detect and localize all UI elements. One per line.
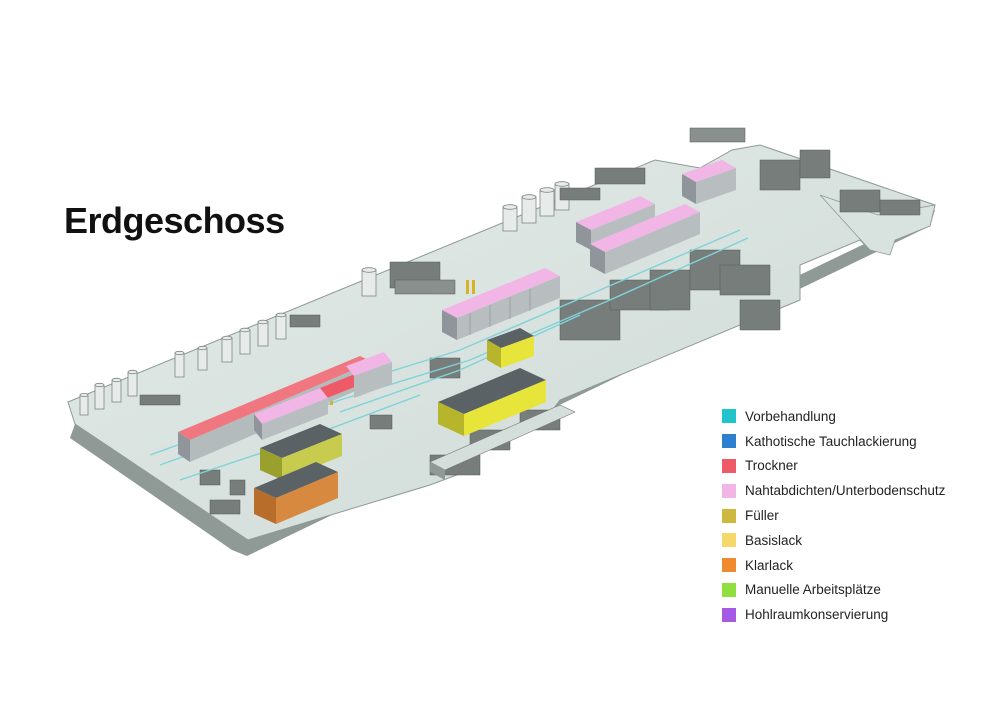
legend-label: Hohlraumkonservierung	[745, 607, 889, 623]
legend-swatch	[722, 409, 736, 424]
legend-item: Füller	[722, 503, 992, 528]
legend-swatch	[722, 483, 736, 498]
legend-item: Nahtabdichten/Unterbodenschutz	[722, 478, 992, 503]
legend-label: Füller	[745, 508, 779, 524]
legend-swatch	[722, 582, 736, 597]
page-title: Erdgeschoss	[64, 200, 285, 241]
paint-booths	[438, 328, 546, 436]
sealing-booth-upper	[576, 160, 736, 274]
clearcoat-booth	[254, 462, 338, 524]
legend-swatch	[722, 458, 736, 473]
legend-item: Hohlraumkonservierung	[722, 602, 992, 627]
legend-label: Nahtabdichten/Unterbodenschutz	[745, 483, 946, 499]
sealing-booth-lower	[254, 352, 392, 440]
legend-label: Vorbehandlung	[745, 408, 836, 424]
filler-booth	[260, 424, 342, 480]
legend: Vorbehandlung Kathotische Tauchlackierun…	[722, 404, 992, 627]
legend-label: Trockner	[745, 458, 798, 474]
tank-farm	[79, 181, 570, 416]
legend-swatch	[722, 558, 736, 573]
legend-swatch	[722, 533, 736, 548]
legend-label: Kathotische Tauchlackierung	[745, 433, 917, 449]
legend-label: Basislack	[745, 532, 803, 548]
legend-item: Kathotische Tauchlackierung	[722, 429, 992, 454]
legend-item: Vorbehandlung	[722, 404, 992, 429]
legend-item: Klarlack	[722, 553, 992, 578]
legend-item: Basislack	[722, 528, 992, 553]
legend-swatch	[722, 607, 736, 622]
sealing-booth-middle	[442, 268, 560, 340]
legend-label: Manuelle Arbeitsplätze	[745, 582, 881, 598]
legend-swatch	[722, 434, 736, 449]
lower-annex	[429, 404, 576, 480]
legend-label: Klarlack	[745, 557, 794, 573]
legend-item: Manuelle Arbeitsplätze	[722, 578, 992, 603]
legend-item: Trockner	[722, 454, 992, 479]
legend-swatch	[722, 508, 736, 523]
